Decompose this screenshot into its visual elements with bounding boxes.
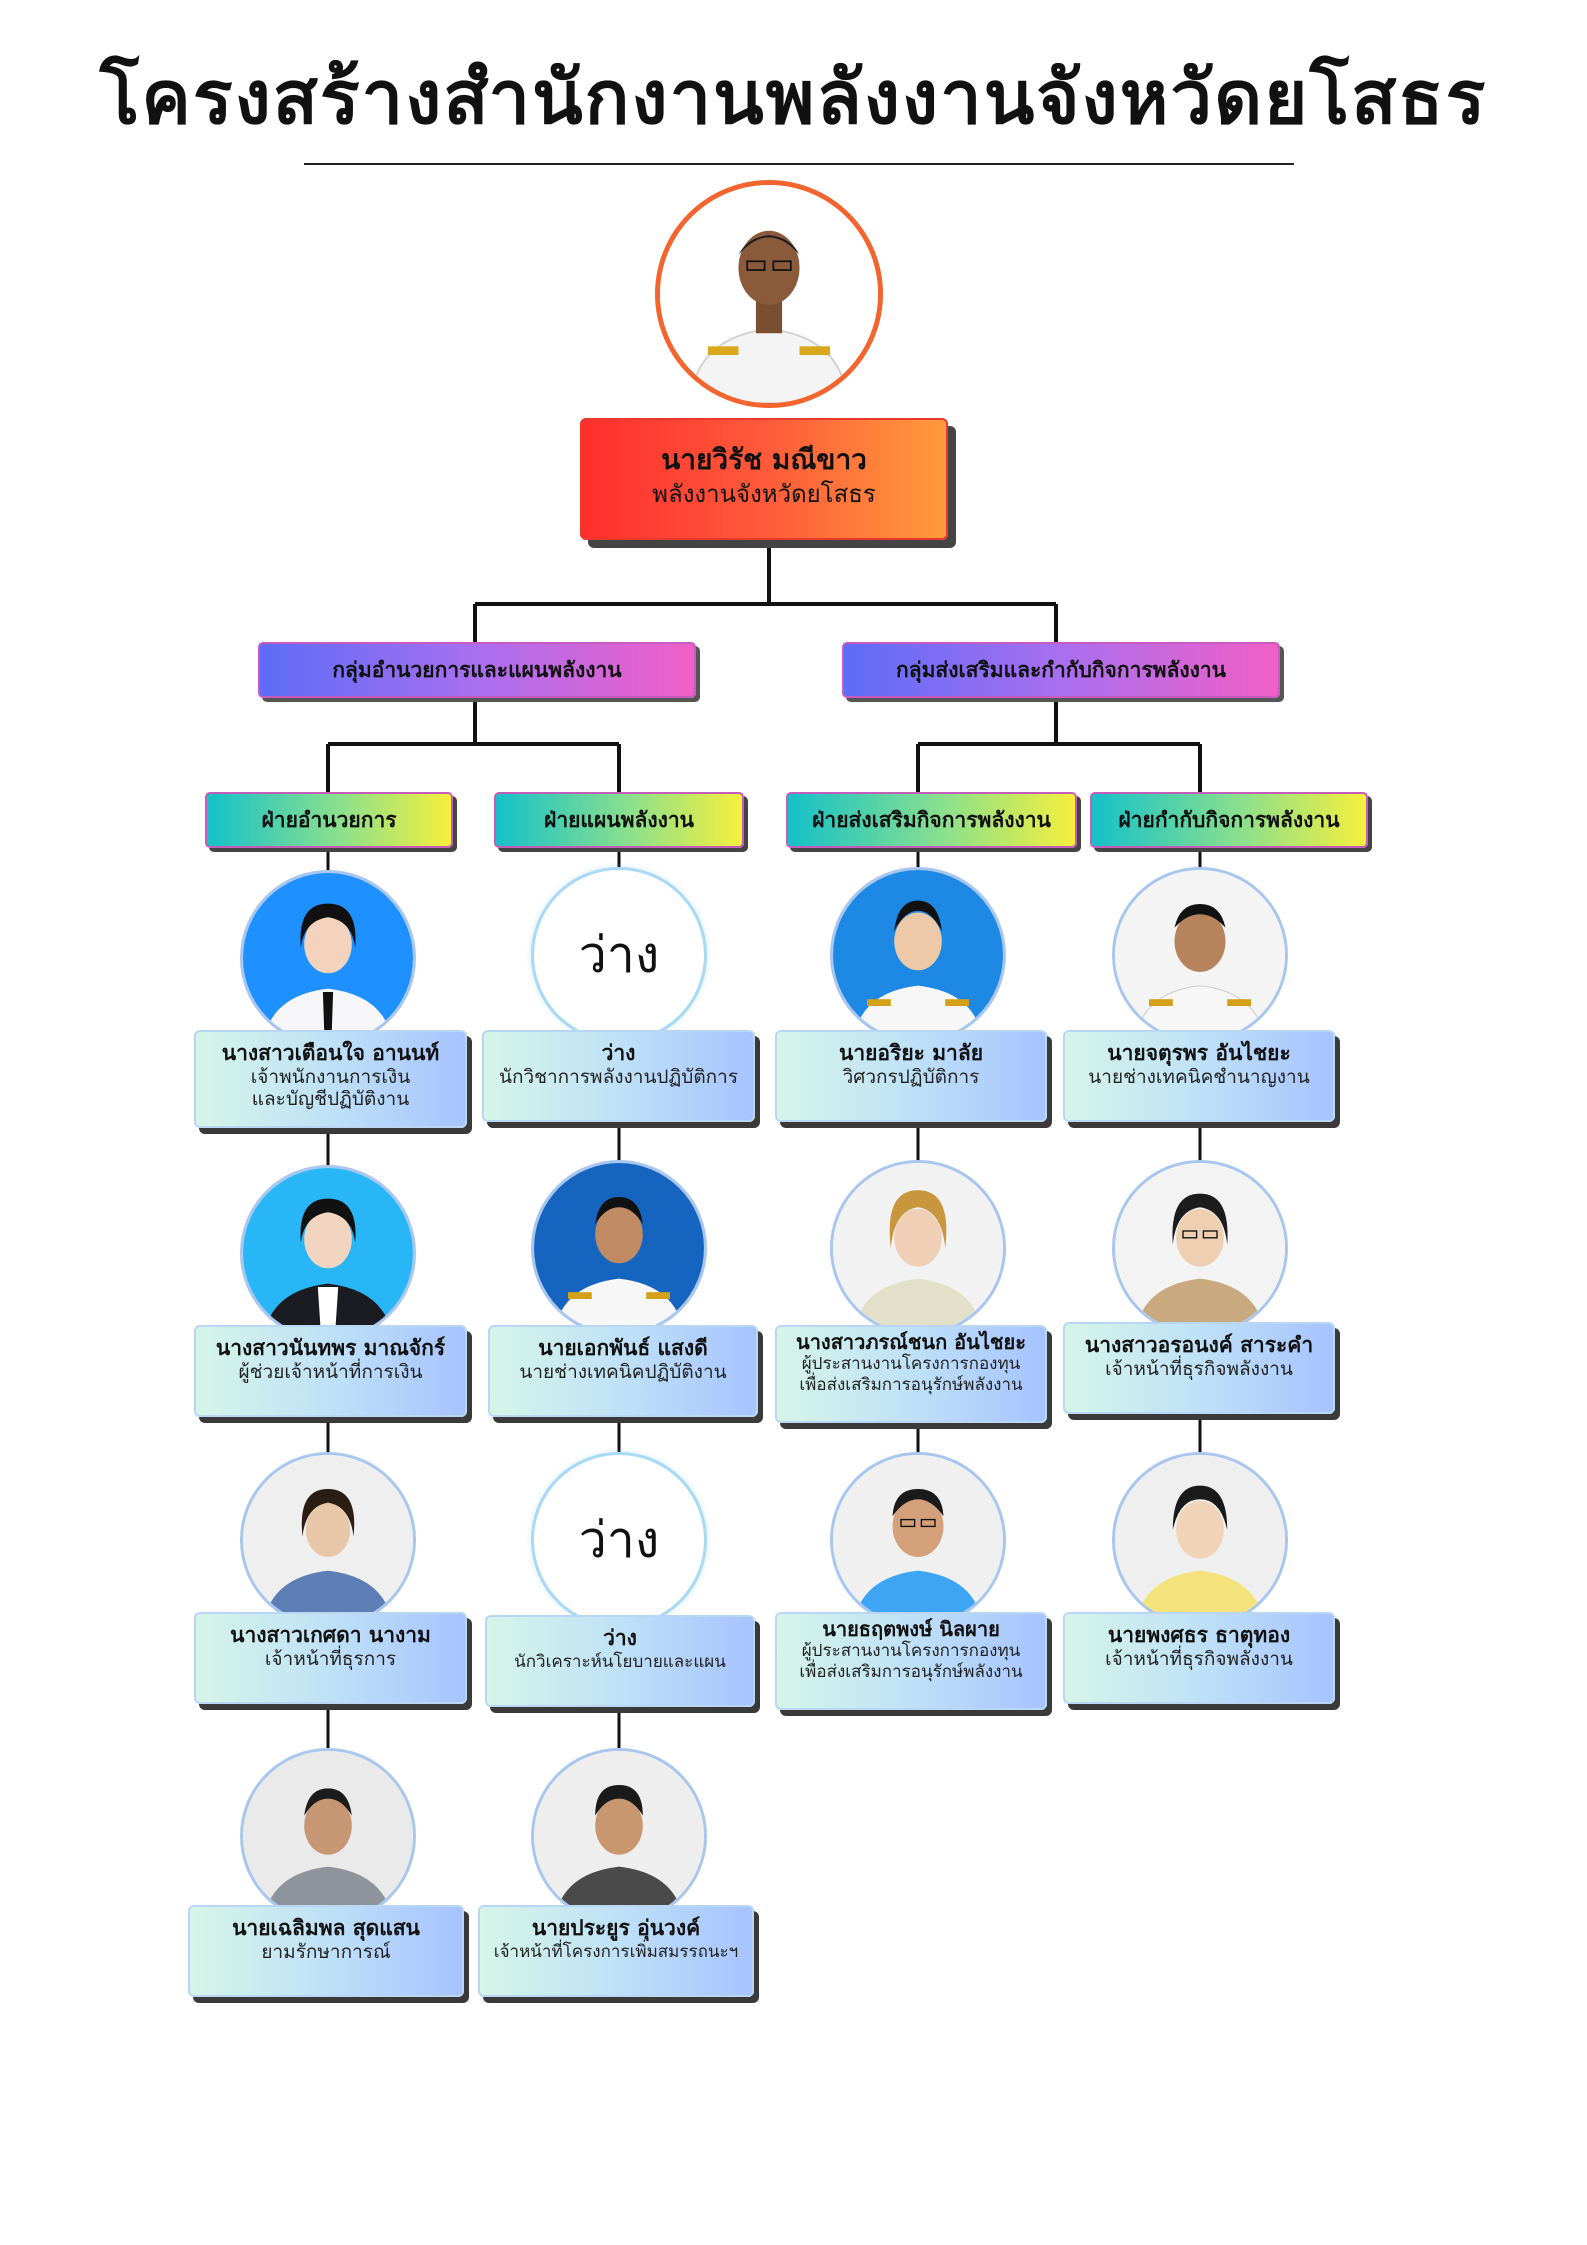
staff-card: นางสาวเกศดา นางาม เจ้าหน้าที่ธุรการ [194, 1612, 467, 1704]
division-promote: ฝ่ายส่งเสริมกิจการพลังงาน [786, 792, 1077, 848]
page-title: โครงสร้างสำนักงานพลังงานจังหวัดยโสธร [99, 55, 1488, 141]
staff-avatar [1112, 1452, 1288, 1628]
staff-avatar [1112, 1160, 1288, 1336]
staff-card: นายประยูร อุ่นวงค์ เจ้าหน้าที่โครงการเพิ… [478, 1905, 754, 1997]
group-promote-regulate: กลุ่มส่งเสริมและกำกับกิจการพลังงาน [842, 642, 1280, 698]
staff-card: นางสาวอรอนงค์ สาระคำ เจ้าหน้าที่ธุรกิจพล… [1063, 1322, 1335, 1414]
staff-card: นายธฤตพงษ์ นิลผาย ผู้ประสานงานโครงการกอง… [775, 1612, 1047, 1710]
title-divider [304, 163, 1294, 165]
staff-card: นางสาวนันทพร มาณจักร์ ผู้ช่วยเจ้าหน้าที่… [194, 1325, 467, 1417]
staff-card: นางสาวภรณ์ชนก อันไชยะ ผู้ประสานงานโครงกา… [775, 1325, 1047, 1423]
division-plan: ฝ่ายแผนพลังงาน [494, 792, 744, 848]
vacant-avatar: ว่าง [531, 867, 707, 1043]
staff-card: นายจตุรพร อันไชยะ นายช่างเทคนิคชำนาญงาน [1063, 1030, 1335, 1122]
division-regulate: ฝ่ายกำกับกิจการพลังงาน [1090, 792, 1368, 848]
staff-card: นางสาวเตือนใจ อานนท์ เจ้าพนักงานการเงิน … [194, 1030, 467, 1128]
staff-avatar [240, 1165, 416, 1341]
vacant-avatar: ว่าง [531, 1452, 707, 1628]
director-position: พลังงานจังหวัดยโสธร [652, 480, 876, 508]
staff-card: ว่าง นักวิเคราะห์นโยบายและแผน [485, 1615, 755, 1707]
staff-avatar [240, 1748, 416, 1924]
staff-card: นายพงศธร ธาตุทอง เจ้าหน้าที่ธุรกิจพลังงา… [1063, 1612, 1335, 1704]
staff-avatar [531, 1748, 707, 1924]
staff-avatar [240, 870, 416, 1046]
director-card: นายวิรัช มณีขาว พลังงานจังหวัดยโสธร [580, 418, 948, 540]
staff-avatar [240, 1452, 416, 1628]
staff-card: ว่าง นักวิชาการพลังงานปฏิบัติการ [482, 1030, 755, 1122]
group-admin-plan: กลุ่มอำนวยการและแผนพลังงาน [258, 642, 696, 698]
staff-card: นายอริยะ มาลัย วิศวกรปฏิบัติการ [775, 1030, 1047, 1122]
staff-card: นายเฉลิมพล สุดแสน ยามรักษาการณ์ [188, 1905, 464, 1997]
staff-avatar [1112, 867, 1288, 1043]
staff-avatar [531, 1160, 707, 1336]
director-name: นายวิรัช มณีขาว [661, 443, 867, 476]
division-admin: ฝ่ายอำนวยการ [205, 792, 453, 848]
staff-avatar [830, 1160, 1006, 1336]
staff-avatar [830, 1452, 1006, 1628]
staff-avatar [830, 867, 1006, 1043]
director-avatar [655, 180, 883, 408]
staff-card: นายเอกพันธ์ แสงดี นายช่างเทคนิคปฏิบัติงา… [488, 1325, 758, 1417]
